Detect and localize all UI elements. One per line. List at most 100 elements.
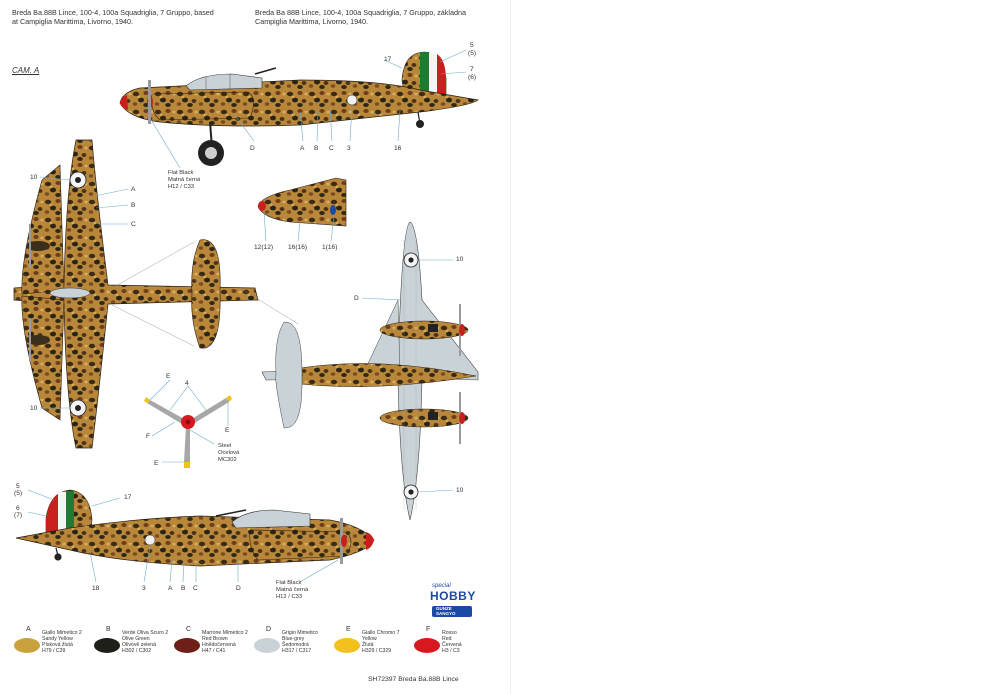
legend-text: Rosso Red Červená H3 / C3: [442, 630, 462, 654]
legend-letter: C: [186, 626, 192, 633]
caption-line: at Campiglia Marittima, Livorno, 1940.: [12, 17, 134, 26]
legend-item-B: B Verde Oliva Scuro 2 Olive Green Olivov…: [92, 626, 174, 666]
callout-12-12: 12(12): [254, 244, 274, 251]
callout-C: C: [193, 585, 198, 592]
gunze-text: GUNZE SANGYO: [436, 606, 456, 617]
callout-E: E: [225, 427, 230, 434]
callout-3: 3: [347, 145, 351, 152]
lower-surface-view: [239, 221, 479, 521]
caption-line: Campiglia Marittima, Livorno, 1940.: [255, 17, 369, 26]
legend-line: Sandy Yellow: [42, 636, 73, 643]
gunze-line: GUNZE: [436, 606, 452, 611]
callout-6-alt: (6): [468, 74, 477, 81]
callout-17: 17: [124, 494, 132, 501]
legend-line: Olivově zelená: [122, 642, 157, 649]
callout-7: 7: [470, 66, 474, 73]
legend-text: Giallo Mimetico 2 Sandy Yellow Písková ž…: [42, 630, 82, 654]
note-line: MC302: [218, 457, 237, 463]
legend-line: Rosso: [442, 630, 457, 636]
legend-text: Marrone Mimetico 2 Red Brown Hnědočerven…: [202, 630, 248, 654]
legend-line: Verde Oliva Scuro 2: [122, 630, 169, 636]
callout-17: 17: [384, 56, 392, 63]
legend-letter: D: [266, 626, 272, 633]
callout-10: 10: [456, 256, 464, 263]
callout-B: B: [131, 202, 136, 209]
callout-1-16: 1(16): [322, 244, 338, 251]
side-profile-bottom: [15, 489, 375, 583]
legend-line: Žlutá: [362, 642, 374, 649]
legend-line: Red Brown: [202, 636, 228, 643]
color-swatch: [334, 638, 360, 653]
legend-item-C: C Marrone Mimetico 2 Red Brown Hnědočerv…: [172, 626, 254, 666]
legend-line: H79 / C39: [42, 648, 66, 655]
color-swatch: [414, 638, 440, 653]
note-line: Flat Black: [276, 580, 302, 586]
callout-C: C: [329, 145, 334, 152]
legend-line: H317 / C317: [282, 648, 312, 655]
note-line: Steel: [218, 443, 232, 449]
callout-A: A: [300, 145, 305, 152]
color-swatch: [174, 638, 200, 653]
gunze-line: SANGYO: [436, 610, 456, 616]
decal-instruction-sheet: Breda Ba.88B Lince, 100-4, 100a Squadrig…: [12, 0, 511, 694]
callout-F: F: [146, 433, 151, 440]
callout-7-alt: (7): [14, 512, 23, 519]
legend-item-E: E Giallo Chromo 7 Yellow Žlutá H329 / C3…: [332, 626, 414, 666]
callout-D: D: [236, 585, 241, 592]
callout-10: 10: [30, 405, 38, 412]
legend-line: Červená: [442, 642, 462, 649]
caption-english: Breda Ba.88B Lince, 100-4, 100a Squadrig…: [12, 8, 214, 26]
callout-6: 6: [16, 505, 20, 512]
legend-line: H47 / C41: [202, 648, 226, 655]
legend-text: Verde Oliva Scuro 2 Olive Green Olivově …: [122, 630, 168, 654]
upper-surface-view: [13, 139, 259, 449]
note-flat-black-bottom: Flat Black Matná černá H12 / C33: [276, 580, 308, 601]
note-line: Flat Black: [168, 170, 194, 176]
callout-5: 5: [16, 483, 20, 490]
callout-5-alt: (5): [14, 490, 23, 497]
color-swatch: [14, 638, 40, 653]
legend-item-D: D Grigio Mimetico Blue-grey Šedomodrá H3…: [252, 626, 334, 666]
legend-line: Šedomodrá: [282, 642, 309, 649]
note-steel: Steel Ocelová MC302: [218, 443, 239, 464]
callout-10: 10: [456, 487, 464, 494]
side-profile-top: [119, 49, 479, 169]
footer-product-code: SH72397 Breda Ba.88B Lince: [368, 676, 459, 683]
legend-line: H302 / C302: [122, 648, 152, 655]
logo-special-text: special: [432, 583, 451, 589]
legend-line: Olive Green: [122, 636, 150, 643]
legend-letter: F: [426, 626, 431, 633]
caption-czech: Breda Ba 88B Lince, 100-4, 100a Squadrig…: [255, 8, 466, 26]
callout-B: B: [314, 145, 319, 152]
callout-5: 5: [470, 42, 474, 49]
note-line: Matná černá: [168, 177, 201, 183]
callout-16: 16: [394, 145, 402, 152]
note-line: Ocelová: [218, 450, 240, 456]
legend-line: Red: [442, 636, 452, 643]
note-line: Matná černá: [276, 587, 309, 593]
legend-line: Grigio Mimetico: [282, 630, 319, 636]
propeller-detail: [144, 379, 232, 468]
legend-line: Yellow: [362, 636, 377, 643]
gunze-sangyo-badge: GUNZE SANGYO: [432, 606, 472, 617]
caption-line: Breda Ba.88B Lince, 100-4, 100a Squadrig…: [12, 8, 214, 17]
caption-line: Breda Ba 88B Lince, 100-4, 100a Squadrig…: [255, 8, 466, 17]
legend-item-F: F Rosso Red Červená H3 / C3: [412, 626, 494, 666]
legend-line: H329 / C329: [362, 648, 392, 655]
legend-line: Písková žlutá: [42, 642, 73, 649]
note-line: H12 / C33: [276, 594, 303, 600]
special-hobby-logo: special HOBBY GUNZE SANGYO: [430, 583, 475, 619]
legend-line: Blue-grey: [282, 636, 305, 643]
callout-16-16: 16(16): [288, 244, 308, 251]
callout-D: D: [354, 295, 359, 302]
note-flat-black-top: Flat Black Matná černá H12 / C33: [168, 170, 200, 191]
callout-B: B: [181, 585, 186, 592]
legend-item-A: A Giallo Mimetico 2 Sandy Yellow Písková…: [12, 626, 94, 666]
legend-line: Hnědočervená: [202, 642, 236, 649]
aircraft-drawings: [13, 49, 479, 583]
callout-D: D: [250, 145, 255, 152]
callout-E: E: [154, 460, 159, 467]
callout-E: E: [166, 373, 171, 380]
callout-A: A: [168, 585, 173, 592]
note-line: H12 / C33: [168, 184, 195, 190]
